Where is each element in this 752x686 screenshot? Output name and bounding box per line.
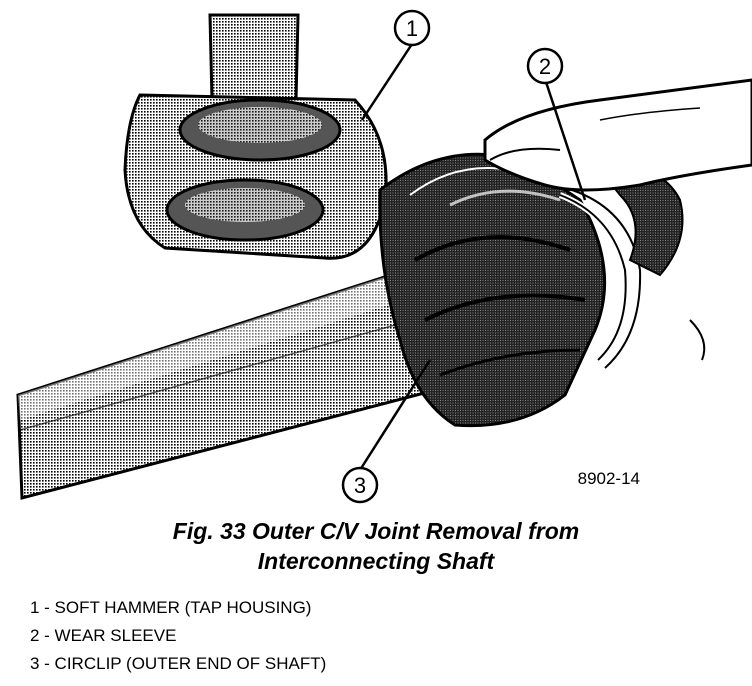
legend-item: 1 - SOFT HAMMER (TAP HOUSING) <box>30 598 312 617</box>
hand <box>483 78 752 192</box>
caption-line-1: Fig. 33 Outer C/V Joint Removal from <box>172 518 580 544</box>
figure-caption: Fig. 33 Outer C/V Joint Removal from Int… <box>0 516 752 576</box>
legend-item: 3 - CIRCLIP (OUTER END OF SHAFT) <box>30 654 327 673</box>
callout-2: 2 <box>526 47 564 85</box>
hammer-handle <box>208 13 300 102</box>
svg-text:2: 2 <box>539 54 551 79</box>
wear-sleeve <box>558 189 642 369</box>
callout-3: 3 <box>341 466 379 504</box>
soft-hammer-head <box>123 93 388 260</box>
figure-code: 8902-14 <box>578 469 640 488</box>
knuckle-housing <box>598 167 706 361</box>
leader-lines <box>358 43 587 471</box>
cv-joint-illustration: 1 2 3 8902-14 <box>16 9 752 504</box>
interconnecting-shaft <box>16 270 458 500</box>
legend-item: 2 - WEAR SLEEVE <box>30 626 177 645</box>
svg-text:1: 1 <box>406 16 418 41</box>
caption-line-2: Interconnecting Shaft <box>257 548 495 574</box>
legend-list: 1 - SOFT HAMMER (TAP HOUSING) 2 - WEAR S… <box>30 594 326 678</box>
svg-text:3: 3 <box>354 473 366 498</box>
callout-1: 1 <box>393 9 431 47</box>
